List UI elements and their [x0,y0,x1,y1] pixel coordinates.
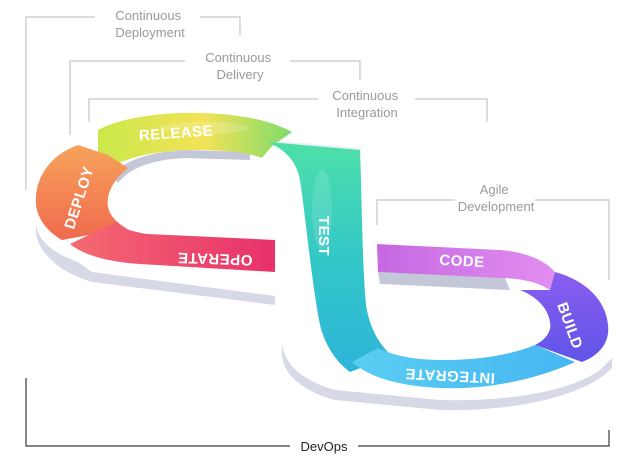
bracket-devops-left [25,378,290,447]
label-continuous-deployment-line2: Deployment [115,25,185,40]
left-loop-outer-wall [36,222,275,305]
bracket-continuous-deployment [25,16,241,190]
bracket-continuous-delivery [69,60,361,135]
release-highlight [160,122,250,134]
label-agile-development-line2: Development [458,199,535,214]
right-loop-inner-wall [378,272,510,290]
label-agile-development-line1: Agile [480,182,509,197]
bracket-agile-development-left [376,199,455,225]
bracket-continuous-delivery-left [69,60,185,135]
segment-test-label: TEST [315,216,332,256]
label-continuous-delivery-line2: Delivery [217,67,264,82]
bracket-continuous-integration [88,98,488,122]
bracket-continuous-deployment-right [200,16,241,35]
label-agile-development: Agile Development [458,182,535,214]
label-continuous-integration: Continuous Integration [332,88,401,120]
bracket-continuous-integration-left [88,98,318,122]
segment-build [520,272,609,362]
bracket-devops-right [358,430,610,447]
segment-operate [70,222,275,272]
label-continuous-integration-line2: Integration [336,105,397,120]
label-continuous-integration-line1: Continuous [332,88,398,103]
segment-deploy [35,145,128,240]
segment-code-label: CODE [439,252,485,271]
label-continuous-deployment-line1: Continuous [115,8,181,23]
segment-code [377,244,555,290]
bracket-continuous-deployment-left [25,16,95,190]
segment-release [98,112,292,168]
label-continuous-deployment: Continuous Deployment [115,8,185,40]
label-continuous-delivery: Continuous Delivery [205,50,274,82]
bracket-agile-development-right [535,199,610,280]
left-loop-inner-wall [112,150,250,183]
segment-test [268,142,392,372]
bracket-agile-development [376,199,610,280]
label-devops: DevOps [301,439,348,454]
bracket-devops [25,378,610,447]
label-continuous-delivery-line1: Continuous [205,50,271,65]
segment-release-label: RELEASE [138,122,213,144]
segment-integrate-label: INTEGRATE [405,365,496,387]
segment-integrate [352,345,575,389]
test-highlight [312,170,332,250]
bracket-continuous-integration-right [415,98,488,122]
segment-operate-label: OPERATE [177,249,252,269]
bracket-continuous-delivery-right [290,60,361,80]
